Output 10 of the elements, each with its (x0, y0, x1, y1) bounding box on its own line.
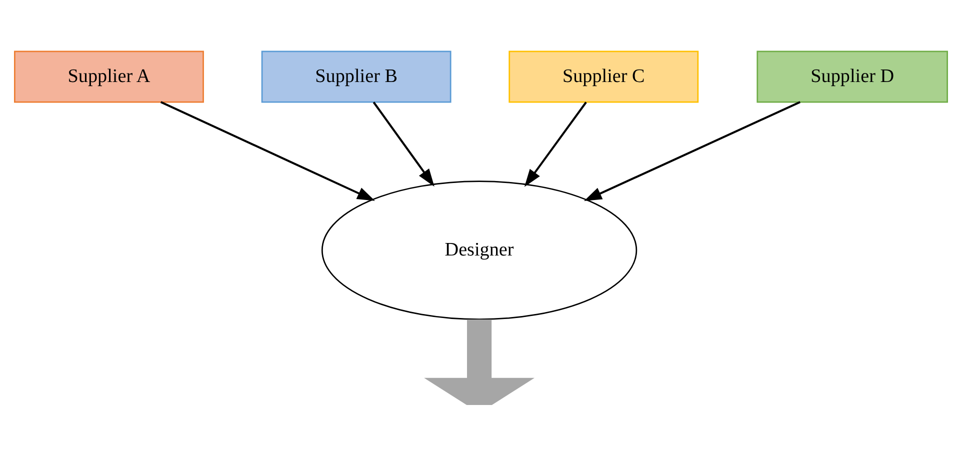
node-box: Supplier B (260, 50, 451, 103)
arrow (160, 101, 375, 201)
node-box: Supplier A (14, 50, 204, 103)
arrow (372, 102, 434, 187)
arrow (524, 102, 586, 187)
node-ellipse: Designer (320, 180, 637, 320)
arrow (424, 320, 534, 405)
arrow (583, 101, 800, 201)
node-box: Supplier D (756, 50, 948, 103)
node-box: Supplier C (508, 50, 698, 103)
